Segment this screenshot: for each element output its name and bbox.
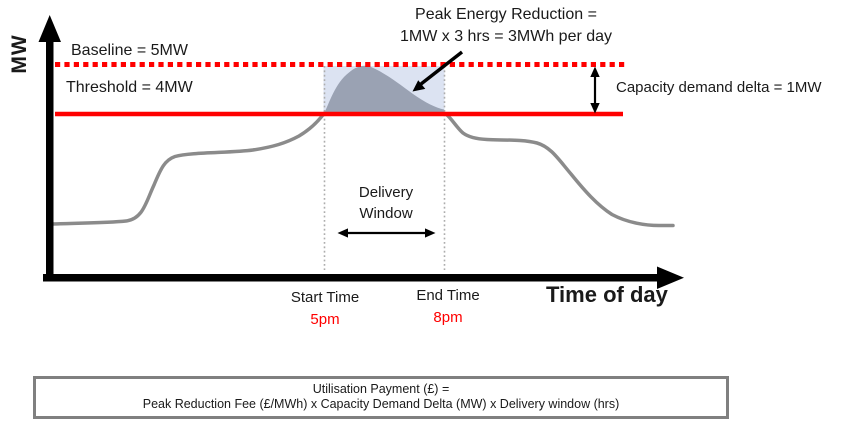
threshold-label: Threshold = 4MW [66, 79, 193, 96]
demand-curve-right [444, 112, 675, 228]
y-axis-label: MW [8, 34, 31, 74]
utilisation-payment-formula-box: Utilisation Payment (£) = Peak Reduction… [33, 376, 729, 419]
capacity-delta-arrow-icon [590, 66, 600, 114]
start-time-label: Start Time [290, 289, 360, 306]
start-time-value: 5pm [310, 311, 340, 328]
formula-line1: Utilisation Payment (£) = [312, 382, 450, 396]
peak-reduction-annotation: Peak Energy Reduction = 1MW x 3 hrs = 3M… [378, 4, 634, 48]
delivery-window-arrow-icon [337, 228, 436, 238]
delivery-window-line1: Delivery [358, 184, 414, 201]
formula-line2: Peak Reduction Fee (£/MWh) x Capacity De… [142, 397, 620, 411]
baseline-label: Baseline = 5MW [71, 42, 188, 59]
peak-reduction-line2: 1MW x 3 hrs = 3MWh per day [399, 28, 613, 45]
delivery-window-label: Delivery Window [330, 182, 442, 224]
x-axis-arrowhead-icon [657, 266, 684, 289]
y-axis-line [46, 34, 54, 281]
end-time-value: 8pm [433, 309, 463, 326]
end-time-label: End Time [416, 287, 480, 304]
peak-reduction-arrow-icon [412, 50, 464, 92]
peak-reduction-line1: Peak Energy Reduction = [415, 6, 597, 23]
x-axis-label: Time of day [546, 282, 668, 307]
x-axis-line [43, 274, 659, 282]
peak-hump-fill [324, 65, 445, 114]
capacity-delta-label: Capacity demand delta = 1MW [616, 79, 822, 96]
diagram-canvas [38, 15, 684, 289]
demand-curve-left [51, 111, 326, 226]
delivery-window-line2: Window [359, 205, 413, 222]
y-axis-arrowhead-icon [38, 15, 61, 42]
